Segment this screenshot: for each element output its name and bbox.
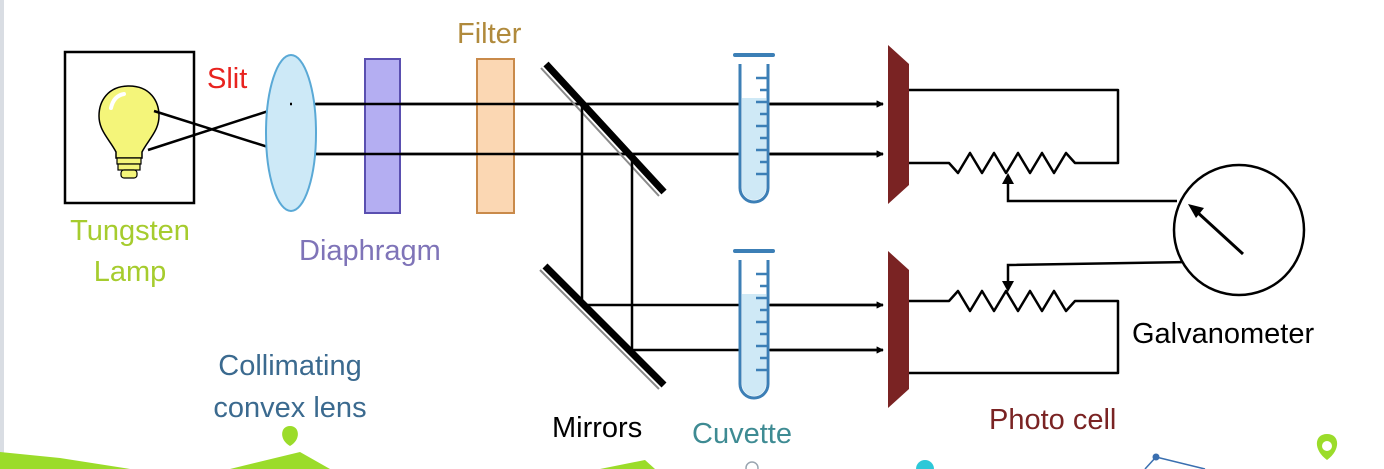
lightbulb-icon: [98, 85, 160, 179]
wiper-lower: [1006, 260, 1191, 282]
tungsten-lamp-label-line2: Lamp: [93, 256, 167, 288]
photo-cell-lower: [888, 251, 909, 408]
cuvette-label: Cuvette: [692, 418, 792, 450]
diaphragm-label: Diaphragm: [299, 235, 441, 267]
filter-plate: [476, 58, 515, 214]
bottom-decoration: [0, 452, 1206, 469]
filter-label: Filter: [457, 18, 522, 50]
galvanometer-needle: [1194, 209, 1245, 256]
location-pin-icon: [282, 426, 298, 446]
location-pin-icon: [1316, 434, 1338, 460]
photo-cell-upper: [888, 45, 909, 204]
ray-reflected-1: [580, 104, 884, 309]
collimating-lens-label-line1: Collimating: [218, 350, 362, 382]
mirror-lower: [539, 263, 667, 390]
diaphragm-plate: [364, 58, 401, 214]
circuit-upper: [909, 88, 1120, 175]
mirror-upper: [540, 61, 667, 197]
wiper-upper: [1006, 182, 1177, 203]
lamp-housing: [63, 50, 196, 205]
tungsten-lamp-label-line1: Tungsten: [70, 215, 190, 247]
collimating-lens-label-line2: convex lens: [213, 392, 367, 424]
photo-cell-label: Photo cell: [989, 404, 1117, 436]
galvanometer-label: Galvanometer: [1132, 318, 1315, 350]
mirrors-label: Mirrors: [552, 412, 643, 444]
ray-crossing-upper: [153, 109, 884, 158]
collimating-lens: [265, 54, 317, 212]
left-edge-shade: [0, 0, 4, 469]
test-tube-icon: [733, 249, 775, 400]
slit-label: Slit: [207, 63, 248, 95]
galvanometer-dial: [1172, 163, 1306, 297]
circuit-lower: [909, 289, 1120, 375]
test-tube-icon: [733, 53, 775, 204]
